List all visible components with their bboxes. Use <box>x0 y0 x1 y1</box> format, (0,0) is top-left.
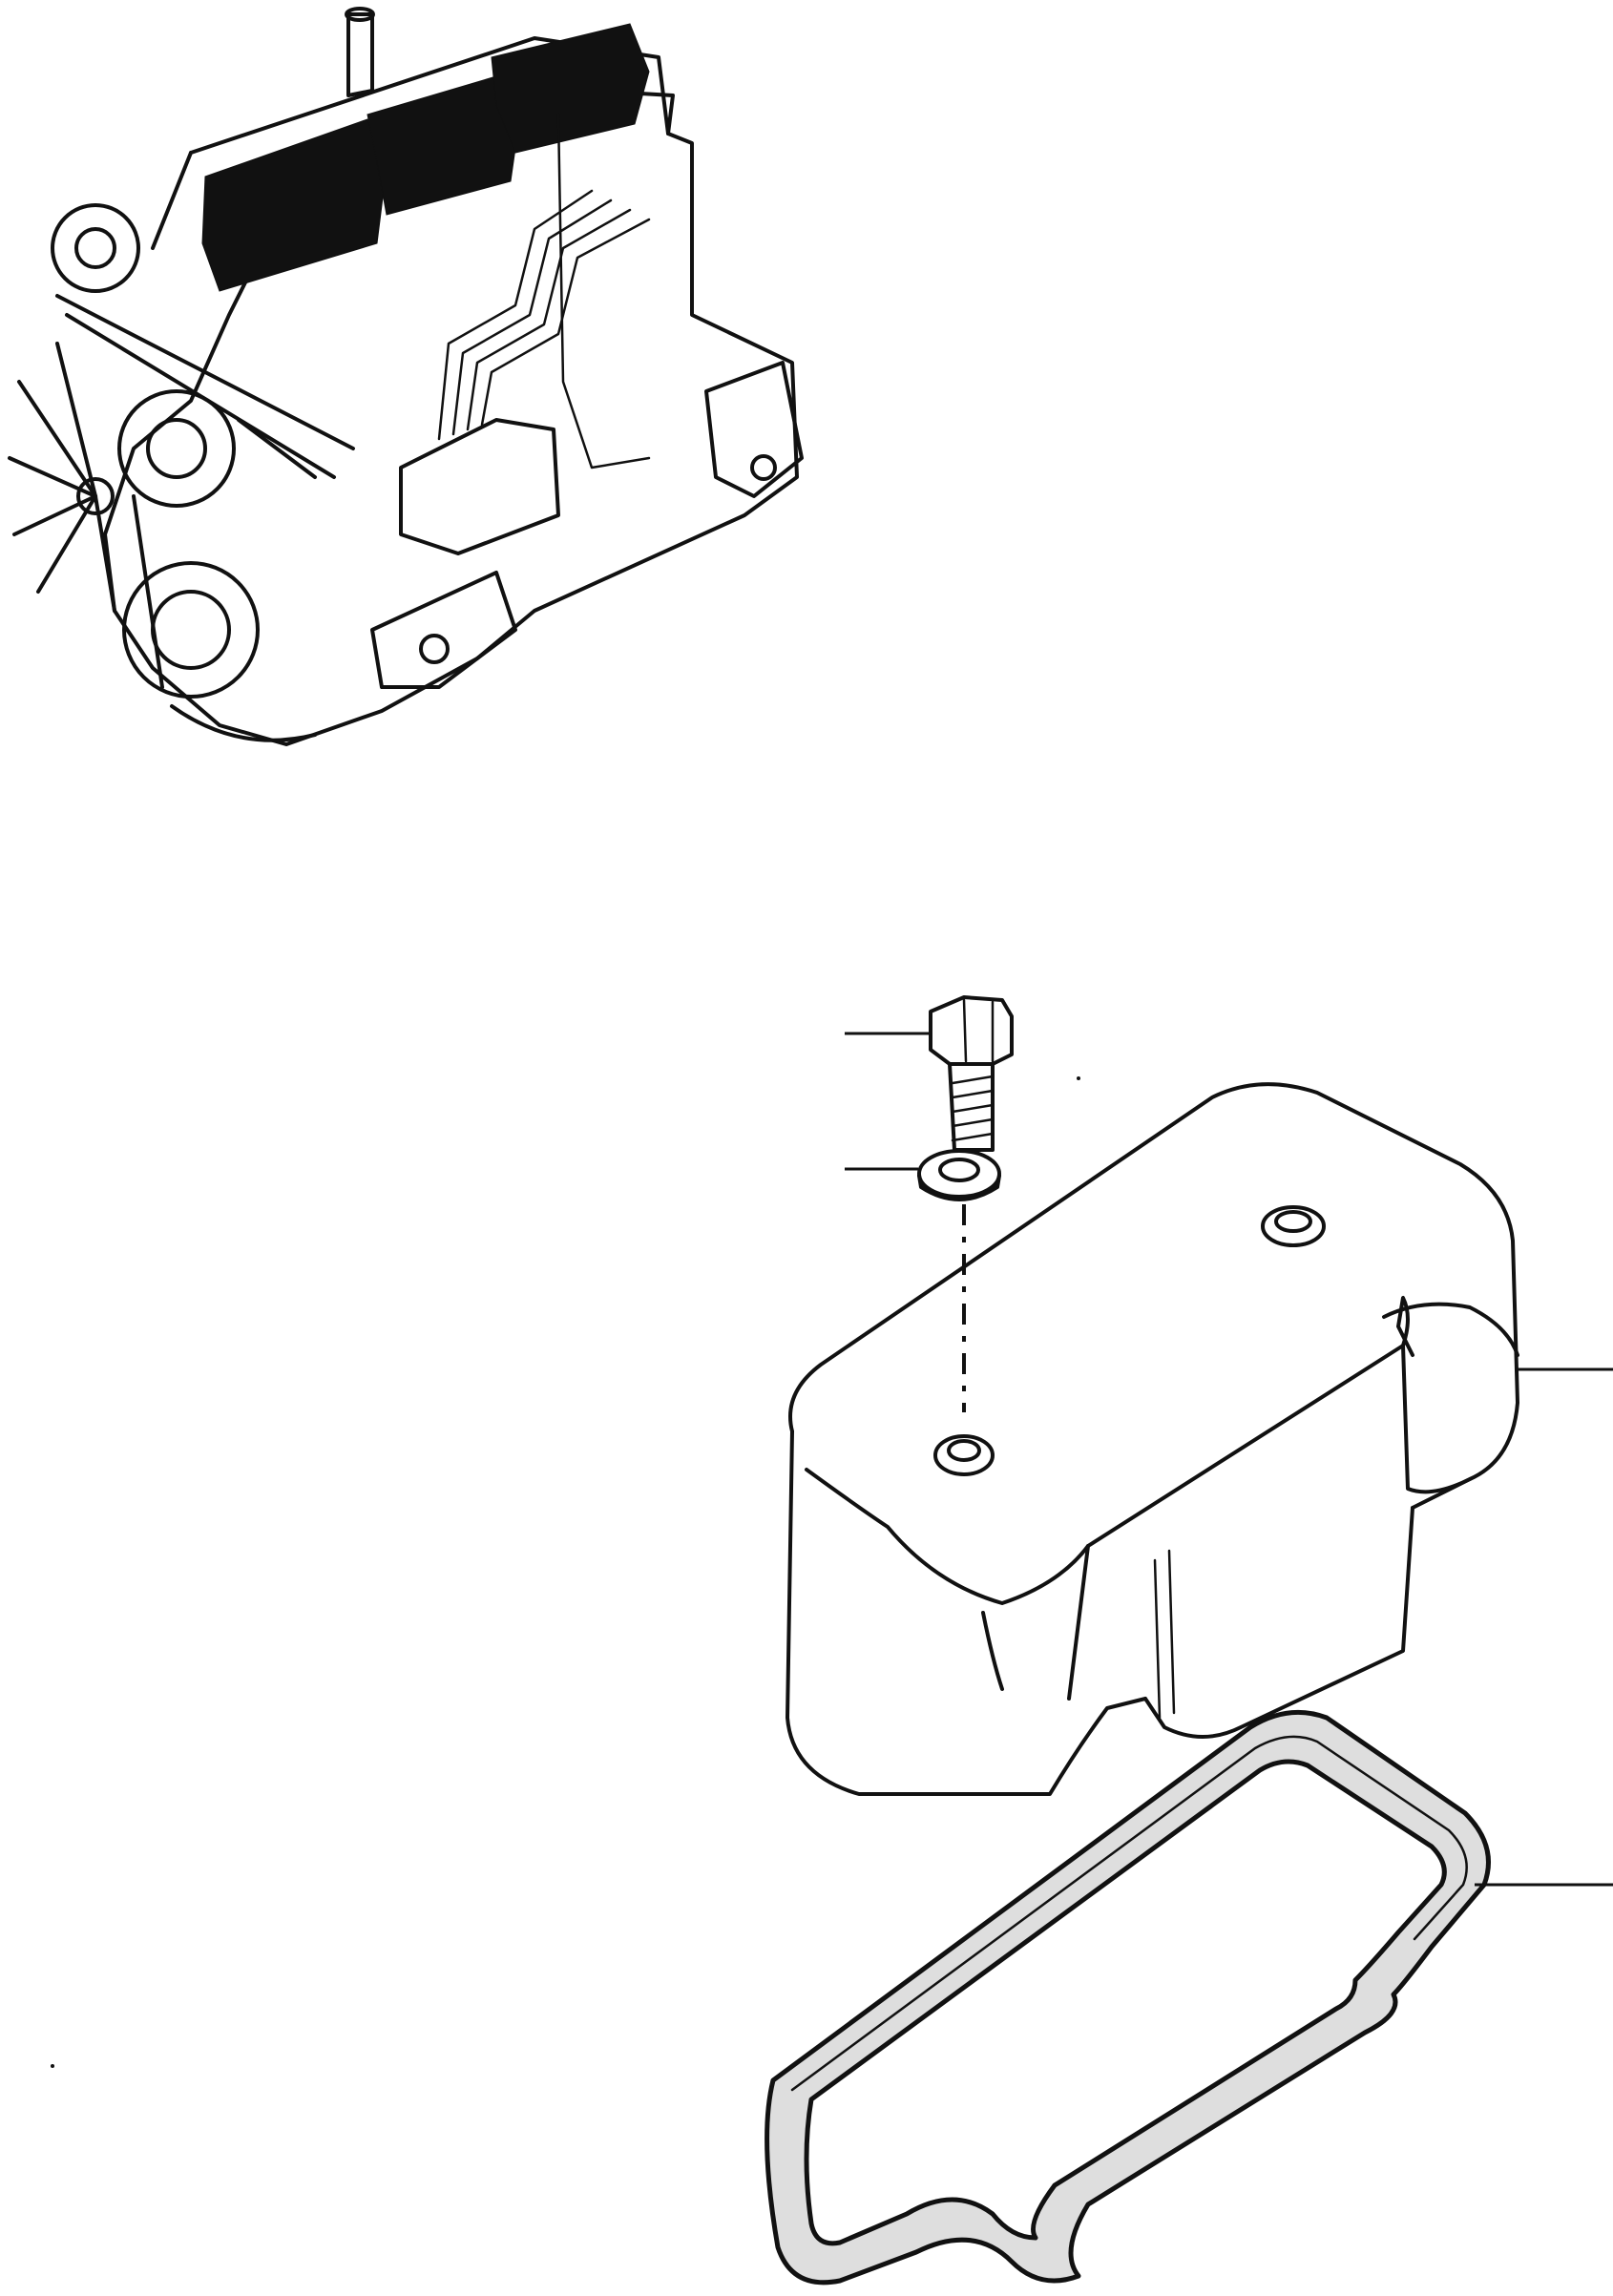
valve-cover-icon <box>786 1082 1519 1796</box>
valve-cover-highlight-3 <box>491 23 650 154</box>
registration-dot <box>1077 1076 1080 1080</box>
gasket-icon <box>765 1709 1491 2286</box>
registration-dot <box>51 2064 54 2068</box>
washer-icon <box>917 1149 1001 1201</box>
valve-cover-highlight-1 <box>201 118 388 292</box>
hex-bolt-icon <box>929 995 1014 1152</box>
engine-overview-illustration <box>8 7 804 746</box>
